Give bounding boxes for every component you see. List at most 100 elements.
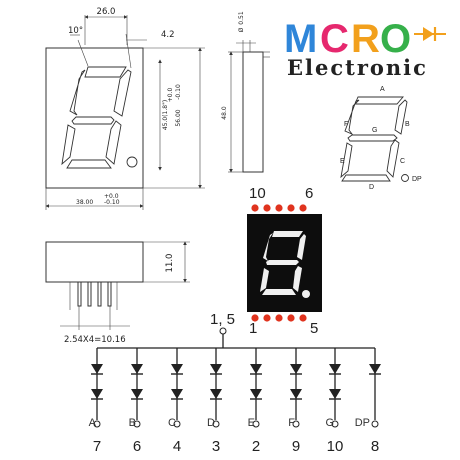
top-pin-pad-1: [251, 204, 259, 212]
logo-subtitle: Electronic: [287, 55, 428, 80]
segment-name-a: A: [89, 417, 97, 429]
diode-logo-icon: [414, 27, 446, 41]
front-height-label: 45.0(1.8"): [162, 100, 169, 130]
channel-a: A7: [89, 348, 103, 455]
display-pin-bottom-left: 1: [249, 320, 257, 337]
segment-name-b: B: [129, 417, 136, 429]
pin-number-e: 2: [252, 438, 260, 455]
channel-g: G 10: [325, 348, 343, 455]
brand-logo: M C R O Electronic: [284, 17, 446, 80]
segment-name-d: D: [207, 417, 215, 429]
logo-letter-c: C: [320, 17, 349, 61]
segment-label-e: E: [340, 158, 345, 165]
diode-f-1: [290, 364, 302, 374]
segment-name-g: G: [325, 417, 334, 429]
channel-c: C4: [168, 348, 183, 455]
pin-number-f: 9: [292, 438, 300, 455]
pin-number-g: 10: [327, 438, 344, 455]
segment-name-dp: DP: [355, 417, 370, 429]
display-pin-top-right: 6: [305, 185, 313, 202]
diode-g-2: [329, 389, 341, 399]
side-view: Ø 0.51 48.0: [221, 11, 270, 173]
display-digit-segments: [260, 231, 310, 298]
pin-number-dp: 8: [371, 438, 379, 455]
bottom-view-body: [45, 241, 144, 283]
diode-f-2: [290, 389, 302, 399]
diode-g-1: [329, 364, 341, 374]
segment-label-d: D: [369, 184, 374, 191]
bottom-pin-pad-3: [275, 314, 283, 322]
top-pin-pad-2: [263, 204, 271, 212]
segment-name-c: C: [168, 417, 176, 429]
side-depth-label: 0.51: [238, 11, 245, 25]
segment-label-g: G: [372, 127, 377, 134]
channel-dp: DP8: [355, 348, 381, 455]
terminal-b: [133, 420, 141, 428]
bottom-pitch-label: 2.54X4=10.16: [64, 335, 126, 345]
top-pin-pad-4: [287, 204, 295, 212]
front-view: 26.0 10° 4.2 45.0(1.8") 56.00 +0.0 -0.10…: [45, 7, 205, 210]
diode-e-1: [250, 364, 262, 374]
diode-c-1: [171, 364, 183, 374]
display-pin-top-left: 10: [249, 185, 266, 202]
terminal-g: [331, 420, 339, 428]
bottom-pin-pad-5: [299, 314, 307, 322]
diode-d-1: [210, 364, 222, 374]
pin-pads-top: [251, 204, 307, 212]
segment-map: A B C D E F G DP: [340, 86, 422, 191]
front-total-height-tol-lower: -0.10: [175, 84, 182, 100]
channel-b: B6: [129, 348, 143, 455]
diode-a-1: [91, 364, 103, 374]
front-angle-label: 10°: [68, 26, 83, 36]
pin-number-d: 3: [212, 438, 220, 455]
top-pin-pad-5: [299, 204, 307, 212]
segment-name-f: F: [288, 417, 295, 429]
terminal-c: [173, 420, 181, 428]
pin-number-b: 6: [133, 438, 141, 455]
segment-name-e: E: [248, 417, 255, 429]
segment-label-f: F: [344, 121, 348, 128]
front-view-outline: [45, 47, 144, 189]
common-pins-label: 1, 5: [210, 311, 235, 328]
front-total-height-tol-upper: +0.0: [167, 88, 174, 103]
terminal-a: [93, 420, 101, 428]
pin-pads-bottom: [251, 314, 307, 322]
common-terminal: [219, 327, 227, 335]
side-depth-prefix: Ø: [238, 27, 245, 32]
bottom-pin-pad-4: [287, 314, 295, 322]
channel-e: E2: [248, 348, 262, 455]
bottom-pin-pad-2: [263, 314, 271, 322]
front-offset-label: 4.2: [161, 30, 175, 40]
front-view-digit: [61, 66, 138, 169]
segment-label-dp: DP: [412, 176, 422, 183]
diode-d-2: [210, 389, 222, 399]
terminal-d: [212, 420, 220, 428]
bottom-height-label: 11.0: [165, 254, 175, 273]
diode-b-1: [131, 364, 143, 374]
segment-label-c: C: [400, 158, 405, 165]
top-pin-pad-3: [275, 204, 283, 212]
display-pin-bottom-right: 5: [310, 320, 318, 337]
terminal-e: [252, 420, 260, 428]
front-total-height-label: 56.00: [175, 109, 182, 126]
front-total-width-tol-upper: +0.0: [104, 193, 119, 200]
segment-label-a: A: [380, 86, 385, 93]
diode-b-2: [131, 389, 143, 399]
bottom-pin-pad-1: [251, 314, 259, 322]
display-module: 10 6 1 5: [247, 185, 322, 337]
terminal-f: [292, 420, 300, 428]
logo-letter-m: M: [284, 17, 317, 61]
diode-e-2: [250, 389, 262, 399]
logo-letter-r: R: [351, 17, 380, 61]
front-total-width-label: 38.00: [76, 199, 93, 206]
front-total-width-tol-lower: -0.10: [104, 199, 120, 206]
front-width-label: 26.0: [97, 7, 116, 17]
side-view-body: [242, 51, 264, 173]
side-height-label: 48.0: [221, 106, 228, 120]
bottom-view: 2.54X4=10.16 11.0: [45, 241, 190, 345]
bottom-view-pins: [77, 281, 112, 307]
